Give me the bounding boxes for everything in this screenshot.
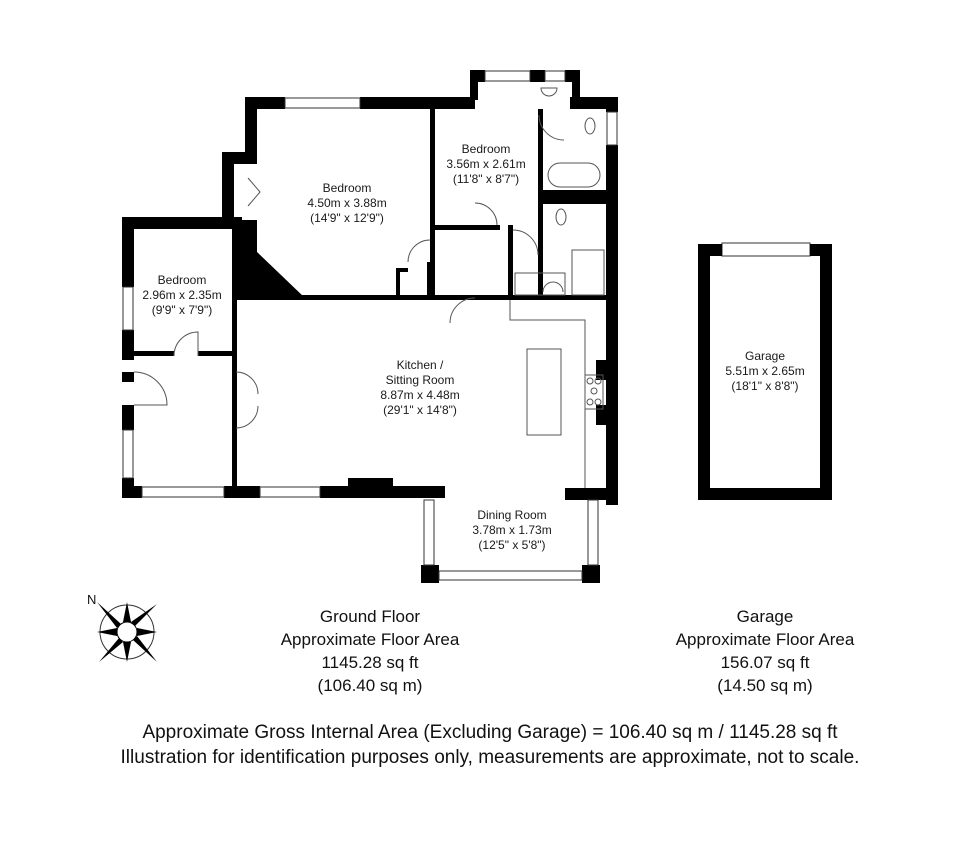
room-metric: 5.51m x 2.65m	[725, 364, 805, 378]
area-sq-m: (14.50 sq m)	[717, 676, 813, 695]
area-sq-ft: 1145.28 sq ft	[321, 653, 419, 672]
room-name: Bedroom	[322, 181, 372, 195]
room-label-dining-room: Dining Room 3.78m x 1.73m (12'5" x 5'8")	[472, 508, 551, 553]
room-imperial: (9'9" x 7'9")	[151, 303, 213, 317]
room-name: Bedroom	[461, 142, 511, 156]
room-label-kitchen-sitting-room: Kitchen / Sitting Room 8.87m x 4.48m (29…	[380, 358, 459, 418]
windows	[122, 70, 811, 581]
area-title: Garage	[736, 607, 794, 626]
room-imperial: (14'9" x 12'9")	[310, 211, 384, 225]
area-sq-ft: 156.07 sq ft	[720, 653, 810, 672]
room-imperial: (11'8" x 8'7")	[452, 172, 520, 186]
room-label-bedroom-2: Bedroom 3.56m x 2.61m (11'8" x 8'7")	[446, 142, 525, 187]
area-subtitle: Approximate Floor Area	[280, 630, 460, 649]
fixtures	[133, 87, 605, 488]
room-metric: 3.56m x 2.61m	[446, 157, 526, 171]
garage-walls	[698, 244, 832, 500]
room-label-bedroom-3: Bedroom 2.96m x 2.35m (9'9" x 7'9")	[142, 273, 221, 318]
disclaimer: Illustration for identification purposes…	[120, 747, 860, 768]
room-metric: 4.50m x 3.88m	[307, 196, 387, 210]
area-subtitle: Approximate Floor Area	[675, 630, 855, 649]
ground-floor-area-summary: Ground Floor Approximate Floor Area 1145…	[281, 605, 460, 697]
area-title: Ground Floor	[319, 607, 421, 626]
gross-internal-area: Approximate Gross Internal Area (Excludi…	[142, 722, 838, 743]
area-sq-m: (106.40 sq m)	[317, 676, 423, 695]
room-metric: 8.87m x 4.48m	[380, 388, 460, 402]
room-imperial: (12'5" x 5'8")	[478, 538, 546, 552]
room-name-line1: Kitchen /	[396, 358, 444, 372]
room-name: Dining Room	[477, 508, 547, 522]
footer-notes: Approximate Gross Internal Area (Excludi…	[0, 720, 980, 770]
room-imperial: (18'1" x 8'8")	[731, 379, 799, 393]
room-name: Bedroom	[157, 273, 207, 287]
room-label-bedroom-main: Bedroom 4.50m x 3.88m (14'9" x 12'9")	[307, 181, 386, 226]
room-name: Garage	[744, 349, 786, 363]
walls	[122, 70, 618, 583]
room-label-garage: Garage 5.51m x 2.65m (18'1" x 8'8")	[725, 349, 804, 394]
room-name-line2: Sitting Room	[385, 373, 455, 387]
room-metric: 2.96m x 2.35m	[142, 288, 222, 302]
room-imperial: (29'1" x 14'8")	[383, 403, 457, 417]
north-label: N	[87, 592, 97, 607]
compass-rose-icon	[97, 602, 157, 662]
room-metric: 3.78m x 1.73m	[472, 523, 552, 537]
garage-area-summary: Garage Approximate Floor Area 156.07 sq …	[676, 605, 855, 697]
